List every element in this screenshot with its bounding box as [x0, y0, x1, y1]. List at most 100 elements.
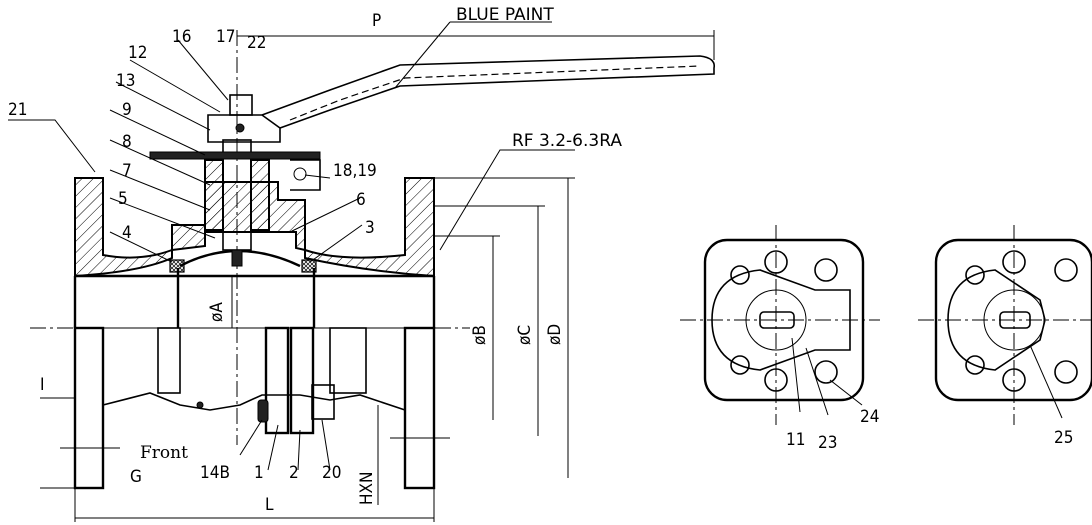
label-part-5: 5	[118, 189, 128, 209]
stem-nut	[229, 94, 253, 116]
pad2-hole-bl	[965, 355, 985, 375]
label-part-12: 12	[128, 43, 147, 63]
pad1-stem-circle	[745, 289, 807, 351]
label-part-13: 13	[116, 71, 135, 91]
label-part-7: 7	[122, 161, 132, 181]
lower-body	[102, 392, 406, 411]
leader-13	[115, 81, 211, 131]
gland-right	[250, 159, 270, 231]
leader-blue-paint	[394, 21, 451, 89]
leader-6	[289, 197, 361, 233]
section-view: 21 12 16 17 22 13 9 8 7 5 4 18,19 6 3 14…	[8, 5, 716, 522]
label-part-23: 23	[818, 433, 837, 453]
stop-pin	[293, 167, 307, 181]
pad2-hole-tr	[1054, 258, 1078, 282]
label-part-17: 17	[216, 27, 235, 47]
leader-20	[321, 419, 331, 471]
label-part-9: 9	[122, 100, 132, 120]
handle-boss	[207, 114, 281, 143]
leader-2	[297, 429, 301, 471]
gland	[204, 159, 224, 231]
label-part-1: 1	[254, 463, 264, 483]
leader-11	[791, 337, 801, 413]
gasket-14B	[257, 399, 269, 423]
label-part-18-19: 18,19	[333, 161, 377, 181]
body-piece-1	[264, 326, 290, 435]
leader-14B	[239, 419, 263, 456]
mounting-pad-view-1: 11 23 24	[680, 225, 880, 453]
dim-label-I: I	[40, 375, 45, 395]
leader-25	[1029, 344, 1063, 419]
pad2-hole-b	[1002, 368, 1026, 392]
joint-nut	[311, 384, 335, 420]
pad1-hole-br	[814, 360, 838, 384]
stop-flange-right	[290, 159, 321, 191]
label-part-3: 3	[365, 218, 375, 238]
stop-plate	[149, 151, 321, 160]
pad2-hole-tl	[965, 265, 985, 285]
leader-23	[805, 347, 829, 416]
lower-neck-left	[157, 327, 181, 394]
lever-handle-hidden	[289, 65, 701, 121]
label-part-4: 4	[122, 223, 132, 243]
dim-label-B: øB	[470, 325, 490, 345]
leader-1	[267, 424, 279, 471]
dim-label-C: øC	[515, 325, 535, 345]
leader-18-19	[304, 174, 331, 179]
body-piece-2	[289, 326, 315, 435]
leader-5	[109, 197, 216, 239]
pad1-lobe	[711, 269, 851, 371]
leader-3	[309, 224, 363, 263]
seat-left	[169, 259, 185, 273]
lever-handle	[261, 55, 716, 129]
body-left-flange	[74, 177, 173, 278]
label-part-25: 25	[1054, 428, 1073, 448]
pad1-hole-b	[764, 368, 788, 392]
leader-rf	[439, 149, 575, 251]
pad1-hole-t	[764, 250, 788, 274]
pad2-stem-flat	[999, 311, 1031, 329]
body-right-flange	[304, 177, 435, 278]
label-part-16: 16	[172, 27, 191, 47]
dimensions	[40, 30, 715, 522]
handle-boss-dot	[235, 123, 245, 133]
dim-label-D: øD	[545, 324, 565, 345]
label-part-2: 2	[289, 463, 299, 483]
pad2-hole-t	[1002, 250, 1026, 274]
dim-label-P: P	[372, 11, 381, 31]
dim-label-HXN: HXN	[357, 472, 377, 505]
pad1-bolt-holes	[730, 250, 838, 392]
label-part-8: 8	[122, 132, 132, 152]
label-part-20: 20	[322, 463, 341, 483]
leader-21	[8, 119, 96, 173]
note-front: Front	[140, 443, 188, 463]
leader-16	[177, 39, 229, 101]
leader-12	[129, 59, 221, 113]
dim-label-L: L	[265, 495, 274, 515]
leader-24	[829, 379, 863, 406]
lower-neck-right	[329, 327, 367, 394]
dim-label-A: øA	[207, 302, 227, 322]
pad2-hole-br	[1054, 360, 1078, 384]
label-part-11: 11	[786, 430, 805, 450]
dim-label-G: G	[130, 467, 142, 487]
label-part-6: 6	[356, 190, 366, 210]
body-neck	[171, 181, 306, 252]
pad2-stem-circle	[983, 289, 1045, 351]
flange-face-left	[73, 326, 105, 490]
leader-9	[109, 109, 206, 156]
leader-8	[109, 139, 211, 186]
pad1-hole-tr	[814, 258, 838, 282]
pad1-stem-flat	[759, 311, 795, 329]
label-part-14B: 14B	[200, 463, 230, 483]
pad2-lobe	[947, 269, 1046, 371]
flange-face-right	[403, 326, 436, 490]
note-rf-finish: RF 3.2-6.3RA	[512, 131, 622, 151]
leaders	[8, 21, 575, 471]
pad2-bolt-holes	[965, 250, 1078, 392]
leader-7	[109, 169, 211, 211]
ball-front-dot	[196, 401, 204, 409]
label-part-24: 24	[860, 407, 879, 427]
pad1-hole-tl	[730, 265, 750, 285]
